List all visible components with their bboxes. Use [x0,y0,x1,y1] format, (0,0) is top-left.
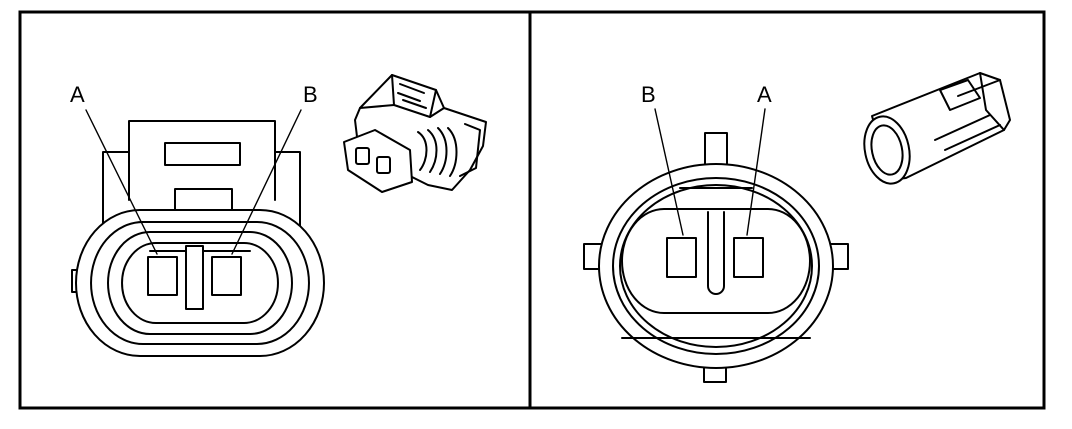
right-connector-perspective-icon [863,72,1011,185]
left-connector-perspective-icon [343,74,487,193]
diagram-frame [18,10,1046,410]
right-connector-face [583,108,849,383]
leader-line-a [746,108,766,236]
polarizing-key [185,245,204,310]
leader-line-a [85,109,158,255]
leader-line-b [654,108,684,236]
lock-window [164,142,241,166]
terminal-b [666,237,697,278]
left-connector-face [71,109,325,357]
terminal-b [211,256,242,296]
right-label-a: A [757,82,772,107]
right-label-b: B [641,82,656,107]
terminal-a [147,256,178,296]
polarizing-slot [707,211,725,295]
terminal-a [733,237,764,278]
left-label-b: B [303,82,318,107]
left-label-a: A [70,82,85,107]
leader-line-b [231,109,302,255]
